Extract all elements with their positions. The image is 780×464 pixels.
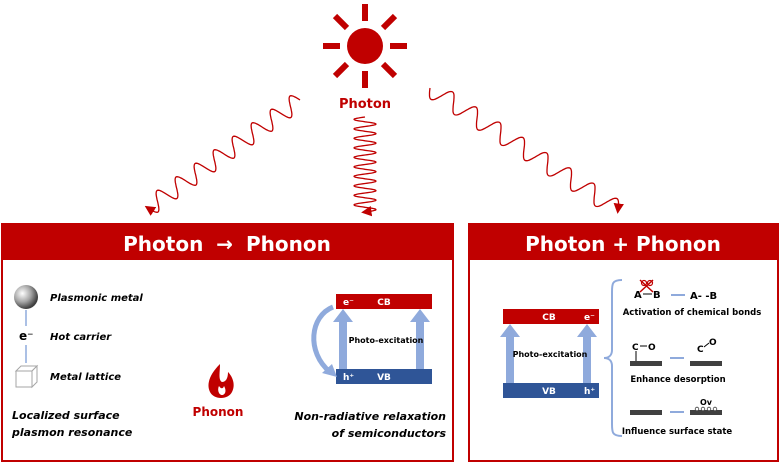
right-hole-label: h⁺ — [584, 387, 595, 397]
left-panel-title: Photon → Phonon — [123, 232, 331, 256]
right-panel: Photon + Phonon CB e⁻ VB h⁺ Photo-excita… — [468, 223, 779, 462]
hot-carrier-label: Hot carrier — [50, 332, 112, 343]
desorption-label: Enhance desorption — [630, 375, 725, 385]
left-panel: Photon → Phonon Plasmonic metal e⁻ Hot c… — [1, 223, 454, 462]
bond-a-label: A — [634, 290, 642, 301]
bond-b-label: B — [653, 290, 661, 301]
left-vb-label: VB — [377, 373, 391, 383]
flame-icon — [208, 364, 234, 398]
effects-bracket — [603, 279, 623, 437]
left-excitation-arrow-2 — [410, 309, 430, 369]
right-excitation-arrow-1 — [500, 324, 520, 383]
right-vb-label: VB — [542, 387, 556, 397]
phonon-label: Phonon — [193, 405, 244, 419]
co-o-label: O — [648, 343, 656, 353]
nonrad-label-line2: of semiconductors — [332, 427, 447, 440]
ov-label: Ov — [700, 398, 713, 407]
metal-lattice-label: Metal lattice — [50, 372, 121, 383]
relaxation-curved-arrow — [311, 304, 335, 374]
nonrad-label-line1: Non-radiative relaxation — [294, 410, 446, 423]
right-photo-excitation-label: Photo-excitation — [513, 350, 588, 359]
surface-label: Influence surface state — [622, 427, 733, 437]
co-c-label: C — [632, 343, 639, 353]
lspr-label-line1: Localized surface — [12, 409, 120, 422]
plasmonic-metal-label: Plasmonic metal — [50, 293, 143, 304]
left-cb-label: CB — [377, 298, 391, 308]
plasmonic-metal-sphere-icon — [14, 285, 38, 309]
bond-result-label: A- -B — [690, 291, 717, 302]
co-c-desorbed-label: C — [697, 345, 704, 355]
photon-label: Photon — [339, 97, 391, 112]
electron-symbol: e⁻ — [19, 329, 33, 343]
right-cb-label: CB — [542, 313, 556, 323]
left-hole-label: h⁺ — [343, 373, 354, 383]
photon-wave-left — [144, 95, 301, 216]
scissors-icon — [639, 279, 654, 293]
vacancy-dots — [694, 406, 718, 412]
left-electron-label: e⁻ — [343, 298, 354, 308]
photon-wave-center — [353, 116, 377, 217]
left-excitation-arrow-1 — [333, 309, 353, 369]
lspr-label-line2: plasmon resonance — [11, 426, 133, 439]
right-panel-title: Photon + Phonon — [525, 232, 721, 256]
right-excitation-arrow-2 — [577, 324, 597, 383]
co-o-desorbed-label: O — [709, 338, 717, 348]
activation-label: Activation of chemical bonds — [623, 308, 762, 318]
metal-lattice-cube-icon — [14, 364, 39, 389]
photon-wave-right — [428, 87, 624, 214]
sun-icon — [323, 4, 407, 88]
left-photo-excitation-label: Photo-excitation — [349, 336, 424, 345]
right-electron-label: e⁻ — [584, 313, 595, 323]
